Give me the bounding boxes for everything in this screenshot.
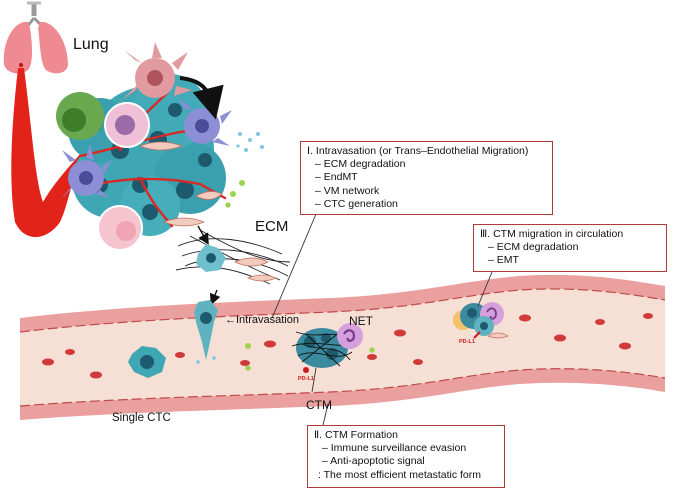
intravasation-label: ←Intravasation [225,314,299,326]
arrow-into-ecm [197,225,209,245]
formation-item: – Immune surveillance evasion [322,442,467,455]
intravasation-item: – VM network [315,184,380,197]
formation-box: Ⅱ. CTM Formation – Immune surveillance e… [307,425,505,488]
ecm-fibers [175,229,291,285]
intravasation-box-title: Ⅰ. Intravasation (or Trans–Endothelial M… [307,145,529,157]
formation-box-title: Ⅱ. CTM Formation [314,429,398,441]
single-ctc-cell [128,346,166,378]
single-ctc-label: Single CTC [112,412,171,424]
tumor-mass [56,42,232,251]
migration-box-title: Ⅲ. CTM migration in circulation [480,228,624,240]
net-label: NET [349,314,373,328]
ctm-cluster [291,323,363,373]
migrating-tumor-cell [196,244,226,272]
migration-item: – ECM degradation [488,241,579,254]
migration-box: Ⅲ. CTM migration in circulation – ECM de… [473,224,667,272]
intravasation-item: – CTC generation [315,197,398,210]
pd-l1-label: PD-L1 [298,376,314,382]
ctm-label: CTM [306,398,332,412]
ctm-cluster-right [453,302,509,339]
leader-lines [271,213,493,426]
intravasating-cell [194,300,218,364]
arrow-to-vessel [209,289,221,306]
migration-item: – EMT [488,254,519,267]
lung-icon [3,1,68,74]
intravasation-item: – EndMT [315,171,358,184]
formation-item: – Anti-apoptotic signal [322,455,425,468]
intravasation-item: – ECM degradation [315,158,406,171]
curved-arrow [179,76,224,120]
ecm-label: ECM [255,218,289,235]
ecm-fibroblasts [234,257,278,282]
red-blood-cells [42,313,653,379]
blue-droplets [236,132,264,152]
lung-label: Lung [73,36,109,53]
intravasation-box: Ⅰ. Intravasation (or Trans–Endothelial M… [300,141,553,215]
pd-l1-label-right: PD-L1 [459,339,475,345]
formation-note: : The most efficient metastatic form [318,468,482,481]
artery [11,68,98,238]
